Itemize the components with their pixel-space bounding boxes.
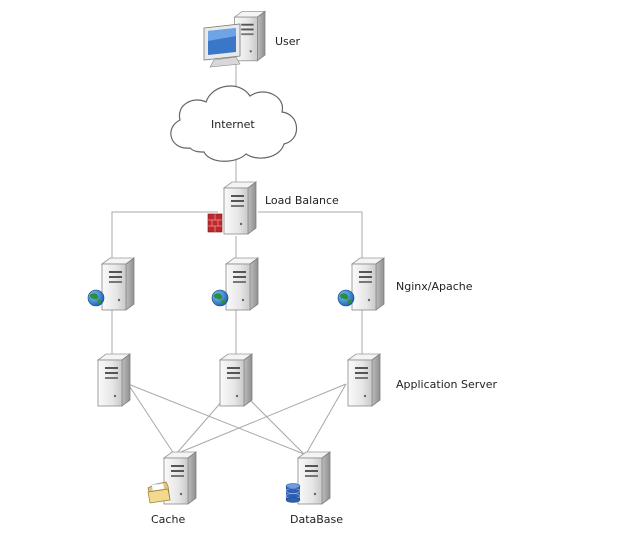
internet-label: Internet [211,118,255,131]
desktop-computer-icon [203,10,266,68]
web-tier: Nginx/Apache [87,257,473,311]
server-icon [97,353,131,407]
cloud-icon [170,85,298,162]
server-with-folder-icon [147,451,197,505]
load-balance-label: Load Balance [265,194,339,207]
app-server-right [347,353,381,407]
firewall-icon [207,213,223,233]
server-with-globe-icon [87,257,135,311]
server-icon [347,353,381,407]
server-with-database-icon [285,451,331,505]
database-icon [285,483,301,503]
app-server-center [219,353,253,407]
link-app-left-cache [127,383,175,455]
internet-node: Internet [170,85,298,162]
cache-label: Cache [151,513,185,526]
server-with-globe-icon [211,257,259,311]
app-tier-label: Application Server [396,378,498,391]
database-node: DataBase [285,451,343,526]
link-loadbalance-web-left [111,211,218,262]
link-app-right-cache [175,383,347,455]
link-app-left-database [127,383,305,455]
web-server-left [87,257,135,311]
link-loadbalance-web-right [258,211,363,262]
link-app-center-database [241,391,305,455]
web-tier-label: Nginx/Apache [396,280,473,293]
web-server-center [211,257,259,311]
load-balance-node: Load Balance [207,181,339,235]
user-node: User [203,10,301,68]
link-app-right-database [305,383,347,455]
server-with-globe-icon [337,257,385,311]
database-label: DataBase [290,513,343,526]
web-server-right [337,257,385,311]
server-icon [219,353,253,407]
folder-icon [147,481,171,504]
app-tier: Application Server [97,353,498,407]
server-with-firewall-icon [207,181,257,235]
user-label: User [275,35,301,48]
app-server-left [97,353,131,407]
cache-node: Cache [147,451,197,526]
